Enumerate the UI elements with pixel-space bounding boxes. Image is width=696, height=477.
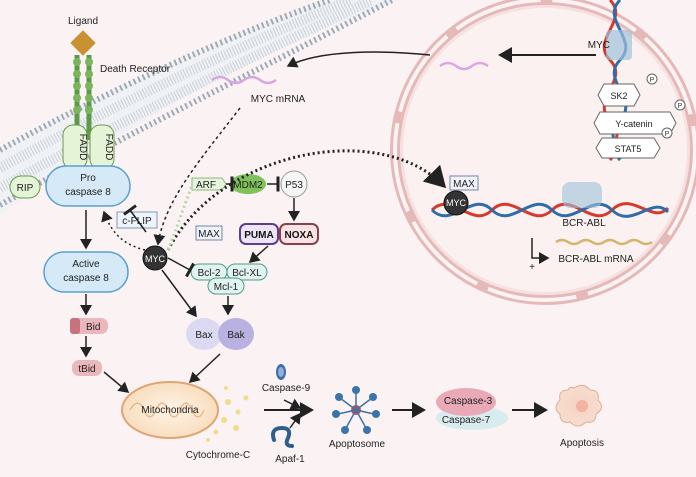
ligand: Ligand [68,16,98,56]
bcl2-label: Bcl-2 [198,268,221,279]
puma: PUMA [239,223,279,245]
sk2-label: SK2 [610,91,627,101]
apoptosome-label: Apoptosome [329,439,386,450]
bcr-abl-mrna-label: BCR-ABL mRNA [558,254,634,265]
sk2-p-label: P [650,77,655,84]
cell-membrane [0,0,400,215]
caspase-9: Caspase-9 [262,364,311,394]
caspase-3-7: Caspase-3 Caspase-7 [436,388,508,430]
active-caspase-8-label-2: caspase 8 [63,273,109,284]
caspase-9-label: Caspase-9 [262,383,311,394]
bcr-abl-label: BCR-ABL [562,218,606,229]
death-receptor-label: Death Receptor [100,64,171,75]
bax-label: Bax [195,330,212,341]
ycatenin-label: Y-catenin [615,119,652,129]
p53-label: P53 [285,180,303,191]
pro-caspase-8-label-1: Pro [80,173,96,184]
mitochondria: Mitochondria [121,381,219,439]
nucleus-max: MAX [449,175,479,191]
bak: Bak [218,318,254,350]
noxa-label: NOXA [285,230,314,241]
stat5-p-label: P [665,131,670,138]
apaf-1-label: Apaf-1 [275,454,305,465]
nucleus-myc: MYC [443,190,469,216]
p53: P53 [280,170,308,198]
myc-central: MYC [142,245,168,271]
apoptotic-cell: Apoptosis [555,384,604,449]
mcl1: Mcl-1 [207,277,245,295]
mdm2-label: MDM2 [233,180,263,191]
bid-label: Bid [86,322,100,333]
noxa: NOXA [279,223,319,245]
nucleus-myc-circle-label: MYC [446,198,467,208]
bak-label: Bak [227,330,245,341]
fadd-label-1: FADD [77,134,88,161]
caspase-3-label: Caspase-3 [444,396,493,407]
apaf-1: Apaf-1 [271,425,305,465]
stat5-label: STAT5 [615,144,642,154]
arf-label: ARF [196,180,216,191]
tbid-label: tBid [78,364,95,375]
myc-central-label: MYC [145,254,166,264]
bclxl-label: Bcl-XL [232,268,262,279]
bcr-abl-mrna: + BCR-ABL mRNA [529,238,653,273]
caspase-7-label: Caspase-7 [442,415,491,426]
cytochrome-c-label: Cytochrome-C [186,450,250,461]
pro-caspase-8: Pro caspase 8 [45,165,131,207]
myc-mrna: MYC mRNA [211,75,306,105]
rip-label: RIP [17,183,34,194]
c-flip-label: c-FLIP [122,216,152,227]
myc-mrna-label: MYC mRNA [251,94,306,105]
mdm2: MDM2 [230,174,266,194]
active-caspase-8: Active caspase 8 [43,251,129,293]
death-receptor: Death Receptor [73,55,171,140]
pro-caspase-8-label-2: caspase 8 [65,187,111,198]
phospho-proteins: SK2 P Y-catenin P STAT5 P [593,73,686,159]
fadd-pair: FADD FADD [62,124,115,170]
bclxl: Bcl-XL [226,263,268,281]
ligand-label: Ligand [68,16,98,27]
plus-sign: + [529,262,535,273]
nucleus-myc-label: MYC [588,40,610,51]
bid: Bid [70,318,108,334]
max-cyto-label: MAX [198,229,220,240]
bax: Bax [186,318,222,350]
apoptosome: Apoptosome [329,386,386,450]
arrows [80,47,596,429]
fadd-label-2: FADD [103,134,114,161]
ycatenin-p-label: P [678,103,683,110]
mitochondria-label: Mitochondria [141,405,199,416]
rip: RIP [9,175,41,199]
max-cyto: MAX [195,225,223,241]
tbid: tBid [72,360,102,376]
cytochrome-c-particles: Cytochrome-C [186,386,250,461]
horizontal-dna-helix: BCR-ABL [430,182,670,229]
nucleus-max-label: MAX [453,179,475,190]
mcl1-label: Mcl-1 [214,282,239,293]
apoptosis-label: Apoptosis [560,438,604,449]
nuclear-myc-mrna [439,61,489,71]
puma-label: PUMA [244,230,273,241]
active-caspase-8-label-1: Active [72,259,100,270]
